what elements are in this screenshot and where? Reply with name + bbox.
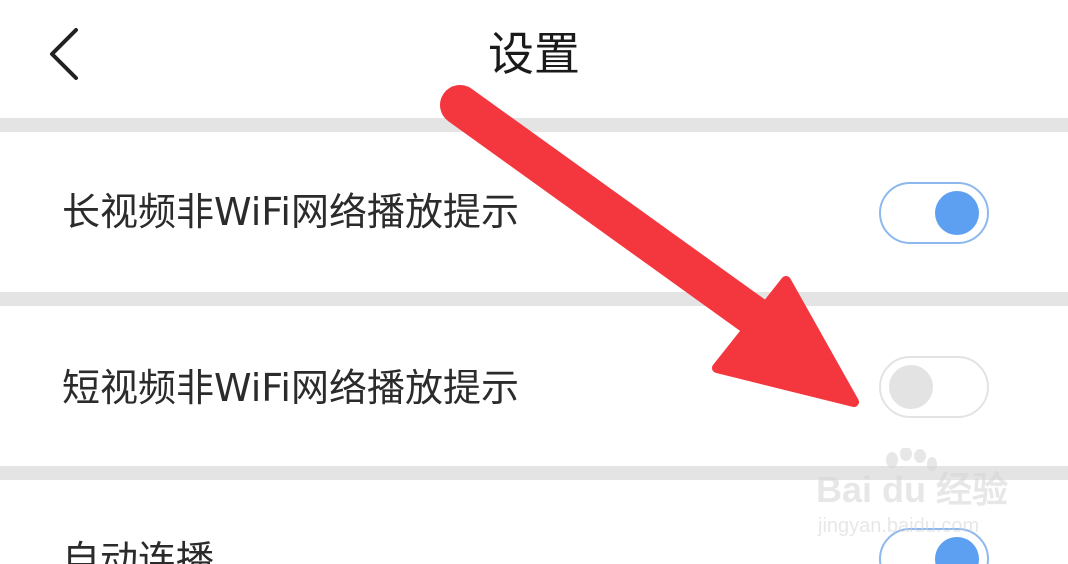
setting-label: 短视频非WiFi网络播放提示 bbox=[62, 366, 519, 410]
setting-row-autoplay: 自动连播 bbox=[0, 480, 1068, 564]
toggle-knob bbox=[935, 537, 979, 564]
toggle-knob bbox=[935, 191, 979, 235]
toggle-switch-autoplay[interactable] bbox=[879, 528, 989, 564]
setting-row-long-video: 长视频非WiFi网络播放提示 bbox=[0, 132, 1068, 292]
toggle-knob bbox=[889, 365, 933, 409]
section-divider bbox=[0, 118, 1068, 132]
top-bar: 设置 bbox=[0, 0, 1068, 118]
section-divider bbox=[0, 466, 1068, 480]
toggle-switch-long-video[interactable] bbox=[879, 182, 989, 244]
setting-row-short-video: 短视频非WiFi网络播放提示 bbox=[0, 306, 1068, 466]
back-button[interactable] bbox=[34, 22, 94, 86]
setting-label: 自动连播 bbox=[62, 538, 215, 564]
chevron-left-icon bbox=[50, 28, 78, 80]
page-title: 设置 bbox=[488, 27, 580, 81]
toggle-switch-short-video[interactable] bbox=[879, 356, 989, 418]
setting-label: 长视频非WiFi网络播放提示 bbox=[62, 190, 519, 234]
section-divider bbox=[0, 292, 1068, 306]
